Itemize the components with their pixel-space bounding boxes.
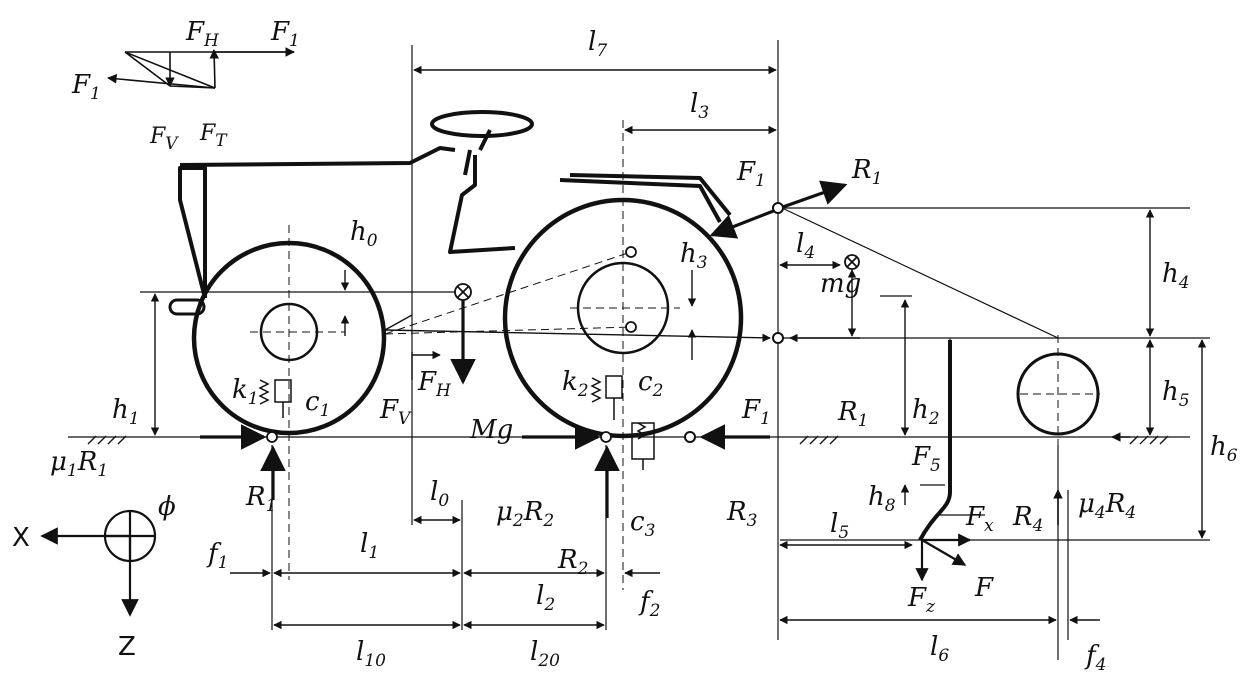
label-h8: h8: [868, 482, 896, 516]
label-f2: f2: [638, 587, 660, 621]
label-F1-left: F1: [71, 70, 101, 104]
suspension-elements: [258, 375, 655, 470]
label-F5: F5: [911, 442, 941, 476]
label-FV-top: FV: [149, 124, 179, 154]
label-R1-front: R1: [245, 482, 276, 516]
tractor-body: [178, 110, 732, 299]
hitch-points: [684, 202, 784, 443]
label-F1-top: F1: [270, 17, 300, 51]
label-c1: c1: [305, 387, 330, 421]
label-FV-mid: FV: [379, 395, 412, 429]
label-R1-hitch: R1: [851, 155, 882, 189]
coordinate-system: [40, 509, 157, 617]
label-R3: R3: [726, 497, 757, 531]
label-l3: l3: [690, 89, 709, 123]
label-c2: c2: [638, 367, 663, 401]
label-R4: R4: [1012, 502, 1043, 536]
label-l10: l10: [356, 637, 386, 671]
label-l2: l2: [536, 581, 555, 615]
label-f1: f1: [206, 539, 228, 573]
label-R2: R2: [557, 545, 588, 579]
label-Fz: Fz: [907, 583, 936, 617]
plow-forces: [915, 533, 972, 582]
labels: F1 FH F1 FV FT l7 l3 F1 R1 h0 h3 h4 l4 m…: [12, 17, 1238, 674]
label-h1: h1: [112, 395, 140, 429]
label-F: F: [974, 573, 994, 603]
cg-markers: [454, 254, 860, 301]
label-l20: l20: [530, 637, 560, 671]
label-mu2R2: μ2R2: [496, 497, 554, 531]
label-phi: ϕ: [158, 492, 176, 522]
label-R1-right: R1: [837, 397, 868, 431]
dimension-arrows: [150, 65, 1207, 630]
label-l5: l5: [830, 509, 849, 543]
label-FH-mid: FH: [417, 367, 452, 401]
label-k1: k1: [232, 375, 259, 409]
exhaust-pipe: [168, 298, 206, 316]
reference-lines: [140, 40, 1210, 660]
label-h4: h4: [1162, 259, 1190, 293]
label-FT-top: FT: [199, 121, 228, 151]
label-h3: h3: [680, 239, 708, 273]
label-Z-axis: Z: [118, 632, 136, 662]
label-F1-ground: F1: [741, 395, 771, 429]
label-l0: l0: [430, 477, 449, 511]
plow-tool: [918, 340, 952, 541]
force-arrows: [200, 180, 1130, 525]
label-mg: mg: [820, 269, 861, 299]
label-h0: h0: [350, 217, 378, 251]
label-l7: l7: [588, 27, 607, 61]
label-l4: l4: [796, 229, 815, 263]
label-h2: h2: [912, 395, 940, 429]
label-Mg: Mg: [469, 415, 513, 445]
label-l6: l6: [930, 632, 949, 666]
label-c3: c3: [630, 507, 655, 541]
force-parallelogram: [107, 47, 295, 89]
label-h6: h6: [1210, 432, 1238, 466]
center-lines: [250, 120, 1100, 590]
label-h5: h5: [1162, 377, 1190, 411]
label-X-axis: X: [12, 523, 30, 553]
label-Fx: Fx: [965, 502, 994, 536]
label-F1-hitch: F1: [736, 157, 766, 191]
label-mu1R1: μ1R1: [50, 447, 108, 481]
thin-force-arrows: [384, 314, 860, 380]
label-l1: l1: [360, 529, 379, 563]
label-f4: f4: [1084, 641, 1106, 674]
label-mu4R4: μ4R4: [1078, 489, 1136, 523]
label-k2: k2: [562, 367, 589, 401]
label-FH-top: FH: [185, 17, 220, 51]
